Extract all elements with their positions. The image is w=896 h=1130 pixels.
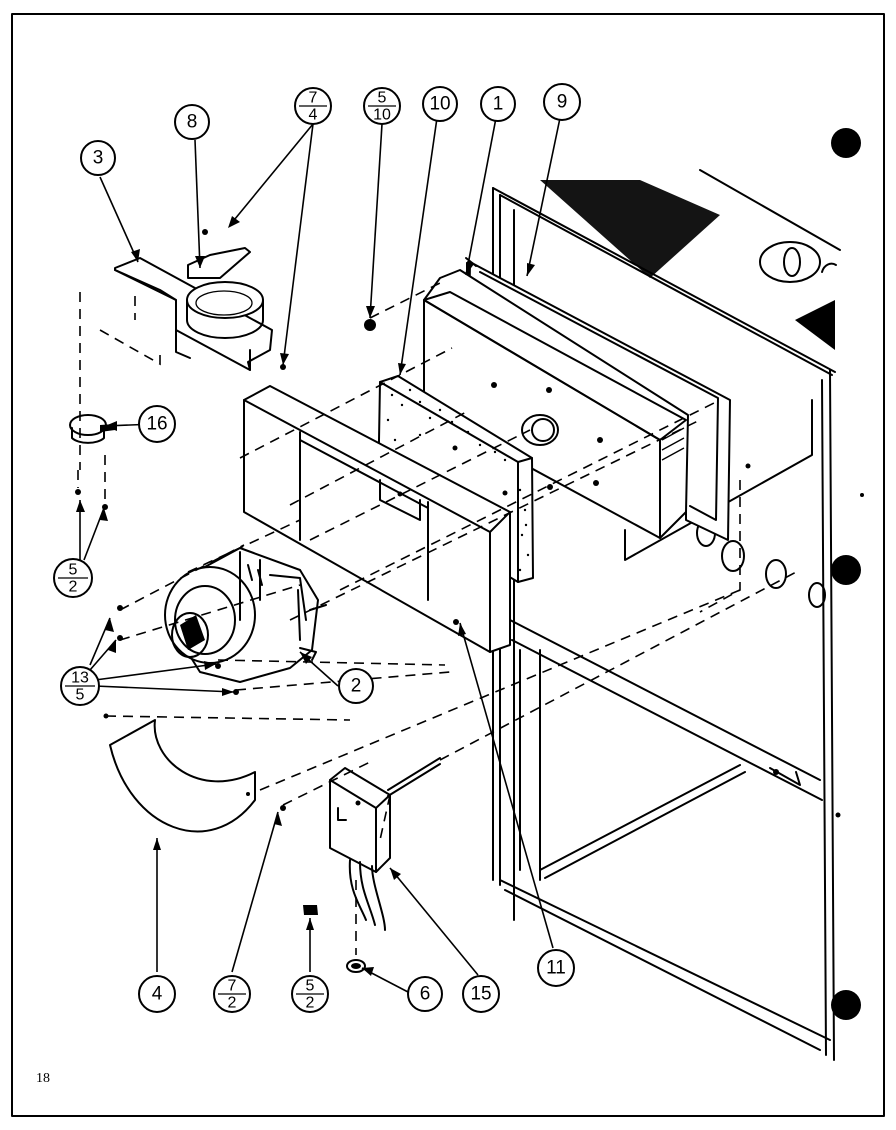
fraction-callout-7-2: 7 2 <box>213 975 251 1013</box>
fraction-7-4-top: 7 <box>309 90 318 107</box>
callout-16-label: 16 <box>146 414 167 435</box>
callout-10-label: 10 <box>429 94 450 115</box>
inducer-blower <box>117 547 327 695</box>
fraction-callout-5-10: 5 10 <box>363 87 401 125</box>
fraction-5-2-bottom-top: 5 <box>306 978 315 995</box>
fraction-7-4-bottom: 4 <box>309 107 318 124</box>
punch-hole-bottom <box>831 990 861 1020</box>
fraction-5-2-bottom-bottom: 2 <box>306 995 315 1012</box>
cover-box <box>243 385 511 653</box>
punch-hole-top <box>831 128 861 158</box>
callout-10: 10 <box>422 86 458 122</box>
collector-box <box>423 269 689 539</box>
fraction-13-5-bottom: 5 <box>76 687 85 704</box>
fraction-5-10-bottom: 10 <box>373 107 391 124</box>
fraction-callout-5-2-bottom: 5 2 <box>291 975 329 1013</box>
fraction-5-2-left-top: 5 <box>69 562 78 579</box>
vent-bracket <box>114 229 286 371</box>
callout-3-label: 3 <box>93 148 104 169</box>
fraction-7-2-bottom: 2 <box>228 995 237 1012</box>
callout-9: 9 <box>543 83 581 121</box>
callout-2-label: 2 <box>351 676 362 697</box>
leader-lines <box>76 117 561 993</box>
callout-15-label: 15 <box>470 984 491 1005</box>
callout-11-label: 11 <box>546 958 566 979</box>
page-number: 18 <box>36 1071 50 1086</box>
punch-hole-middle <box>831 555 861 585</box>
callout-15: 15 <box>462 975 500 1013</box>
blower-shield <box>103 713 286 833</box>
fraction-callout-13-5: 13 5 <box>60 666 100 706</box>
callout-8: 8 <box>174 104 210 140</box>
fraction-13-5-top: 13 <box>71 670 89 687</box>
callout-1-label: 1 <box>493 94 504 115</box>
callout-2: 2 <box>338 668 374 704</box>
callout-11: 11 <box>537 949 575 987</box>
callout-3: 3 <box>80 140 116 176</box>
callout-6-label: 6 <box>420 984 431 1005</box>
fraction-5-2-left-bottom: 2 <box>69 579 78 596</box>
fraction-callout-5-2-left: 5 2 <box>53 558 93 598</box>
assembly-lines <box>77 282 801 955</box>
furnace-cabinet <box>492 169 864 1061</box>
fraction-callout-7-4: 7 4 <box>294 87 332 125</box>
callout-9-label: 9 <box>557 92 568 113</box>
pressure-switch <box>69 414 115 510</box>
callout-16: 16 <box>138 405 176 443</box>
fraction-5-10-top: 5 <box>378 90 387 107</box>
callout-1: 1 <box>480 86 516 122</box>
page-border <box>11 13 885 1117</box>
callout-8-label: 8 <box>187 112 198 133</box>
fraction-7-2-top: 7 <box>228 978 237 995</box>
callout-4: 4 <box>138 975 176 1013</box>
callout-6: 6 <box>407 976 443 1012</box>
callout-4-label: 4 <box>152 984 163 1005</box>
control-box <box>303 757 441 973</box>
